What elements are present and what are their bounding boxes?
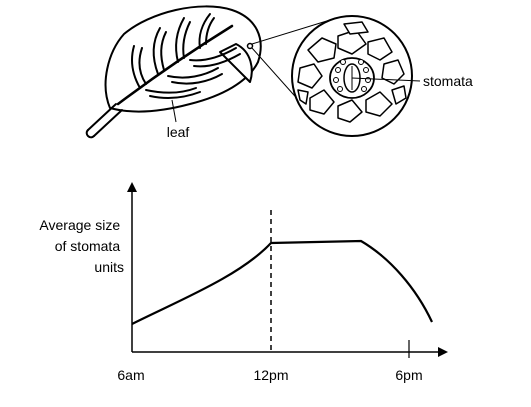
y-axis-arrow <box>127 182 137 192</box>
epidermal-cell <box>309 89 335 115</box>
x-tick-label: 6pm <box>395 367 422 383</box>
leaf-vein <box>131 45 147 89</box>
leaf-fold <box>219 43 253 83</box>
y-axis-label-line: of stomata <box>55 238 121 254</box>
chloroplast <box>361 86 367 92</box>
zoom-point <box>246 42 254 50</box>
epidermal-cell <box>381 59 405 85</box>
y-axis-label: Average size of stomata units <box>39 217 124 275</box>
leaf-stalk-end <box>85 129 95 139</box>
x-tick-label: 6am <box>117 367 144 383</box>
epidermal-cell <box>337 99 363 123</box>
x-tick-label: 12pm <box>253 367 288 383</box>
chloroplast <box>340 59 346 65</box>
y-axis-label-line: units <box>94 259 124 275</box>
zoom-line-top <box>251 19 331 45</box>
epidermal-cell <box>297 89 309 105</box>
chloroplast <box>333 77 339 83</box>
leaf-vein <box>152 27 167 75</box>
epidermal-cell <box>367 37 393 61</box>
epidermal-cell <box>297 63 323 89</box>
stomata-size-curve <box>131 239 433 325</box>
x-axis-arrow <box>438 347 448 357</box>
leaf-vein <box>145 87 201 100</box>
leaf-vein <box>167 67 223 85</box>
leaf-vein <box>175 17 191 63</box>
leaf-stalk <box>87 103 123 137</box>
leaf-label-pointer <box>171 99 177 123</box>
graph: Average size of stomata units 6am 12pm 6… <box>39 182 448 383</box>
chloroplast <box>358 59 364 65</box>
leaf-outline <box>104 5 262 113</box>
chloroplast <box>363 67 369 73</box>
stomata-label: stomata <box>423 73 473 89</box>
magnified-view <box>291 15 413 137</box>
epidermal-cell <box>307 37 337 63</box>
epidermal-cell <box>343 21 369 35</box>
stomata-label-pointer <box>351 77 421 82</box>
chloroplast <box>335 67 341 73</box>
epidermal-cell <box>365 91 393 117</box>
leaf-vein <box>189 47 241 68</box>
y-axis-label-line: Average size <box>39 217 120 233</box>
leaf-vein <box>198 13 215 49</box>
leaf-midrib <box>116 24 234 106</box>
chloroplast <box>337 86 343 92</box>
leaf-illustration <box>85 5 262 139</box>
leaf-label: leaf <box>167 124 190 140</box>
epidermal-cell <box>391 85 407 105</box>
